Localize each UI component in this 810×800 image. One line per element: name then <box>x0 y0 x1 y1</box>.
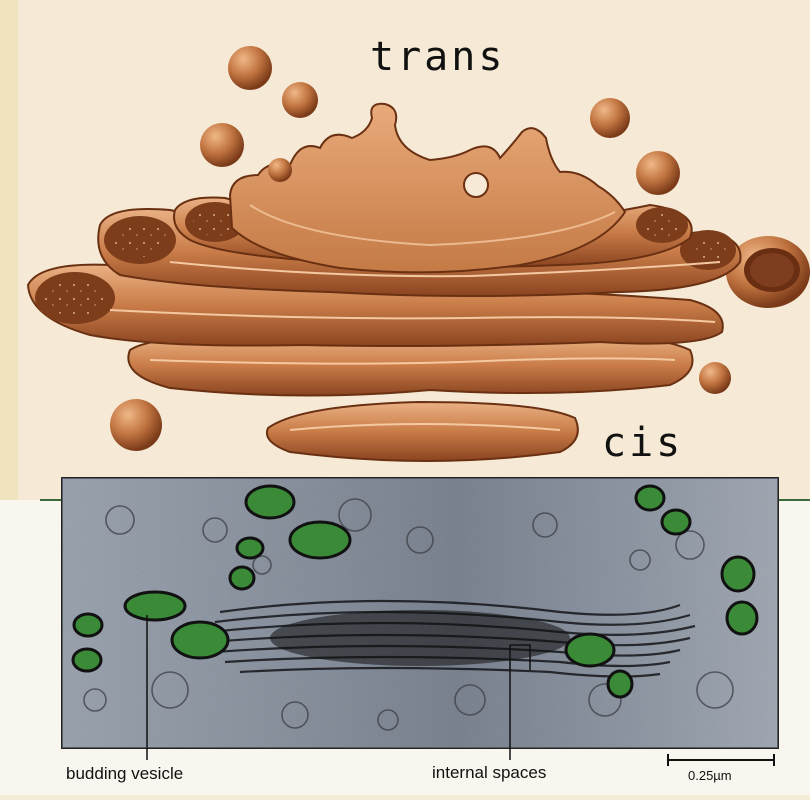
vesicle <box>200 123 244 167</box>
cis-label: cis <box>602 420 683 466</box>
vesicle <box>590 98 630 138</box>
vesicle <box>282 82 318 118</box>
trans-label: trans <box>370 34 505 80</box>
cisterna-cis <box>267 402 578 461</box>
vesicle <box>110 399 162 451</box>
vesicle <box>699 362 731 394</box>
vesicle <box>228 46 272 90</box>
micrograph <box>62 478 778 766</box>
budding-vesicle-label: budding vesicle <box>66 764 183 784</box>
fenestration <box>464 173 488 197</box>
scale-bar-label: 0.25µm <box>688 768 732 783</box>
vesicle <box>636 151 680 195</box>
internal-spaces-label: internal spaces <box>432 763 546 783</box>
